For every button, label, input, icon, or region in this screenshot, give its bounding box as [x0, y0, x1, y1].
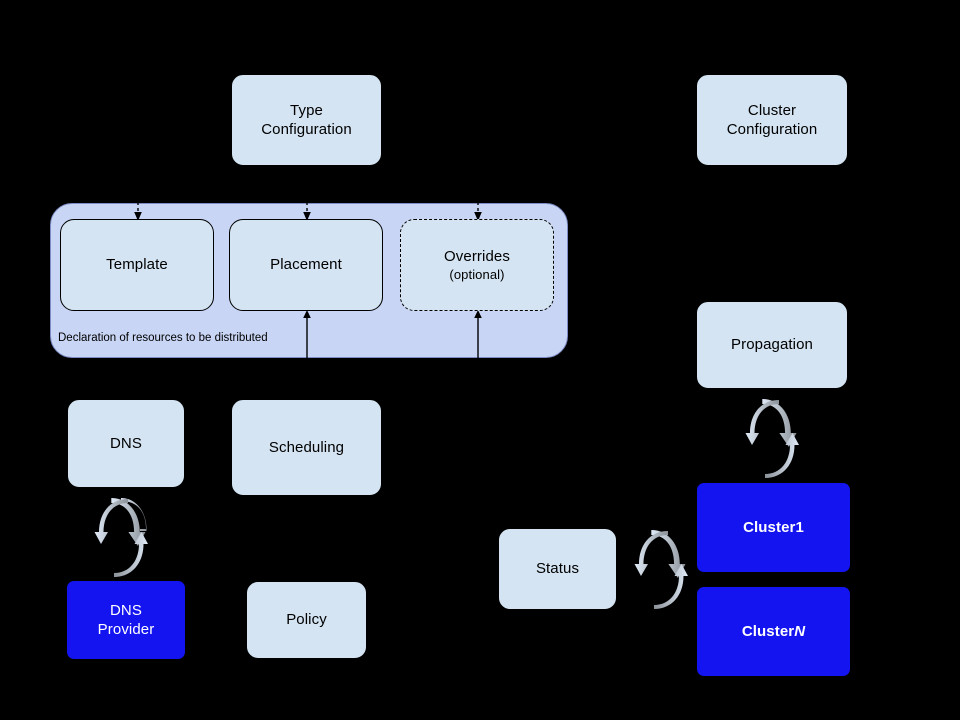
node-cluster-configuration[interactable]: Cluster Configuration [696, 74, 848, 166]
sync-icon-propagation [745, 399, 799, 478]
node-propagation[interactable]: Propagation [696, 301, 848, 389]
node-type-configuration[interactable]: Type Configuration [231, 74, 382, 166]
node-cluster-n-label: Cluster [741, 622, 795, 640]
node-placement[interactable]: Placement [229, 219, 383, 311]
node-cluster-1-index: 1 [795, 518, 804, 536]
node-template[interactable]: Template [60, 219, 214, 311]
connector-typeconfig-to-overrides [474, 196, 482, 221]
sync-icon-status [634, 530, 688, 609]
node-cluster-n[interactable]: Cluster N [697, 587, 850, 676]
node-scheduling[interactable]: Scheduling [231, 399, 382, 496]
node-status[interactable]: Status [498, 528, 617, 610]
connector-scheduling-to-placement [303, 310, 311, 368]
node-dns-provider[interactable]: DNS Provider [67, 581, 185, 659]
node-cluster-1-label: Cluster [743, 518, 796, 536]
node-cluster-1[interactable]: Cluster 1 [697, 483, 850, 572]
node-cluster-n-index: N [794, 622, 806, 640]
connector-typeconfig-to-template [134, 196, 142, 221]
node-dns[interactable]: DNS [67, 399, 185, 488]
declaration-group-caption: Declaration of resources to be distribut… [58, 332, 268, 344]
node-overrides-label: Overrides [444, 247, 510, 265]
node-policy[interactable]: Policy [246, 581, 367, 659]
connector-policy-to-overrides [474, 310, 482, 368]
node-overrides-sublabel: (optional) [449, 266, 505, 282]
connector-typeconfig-to-placement [303, 196, 311, 221]
node-overrides[interactable]: Overrides (optional) [400, 219, 554, 311]
sync-icon-dns [94, 498, 148, 577]
